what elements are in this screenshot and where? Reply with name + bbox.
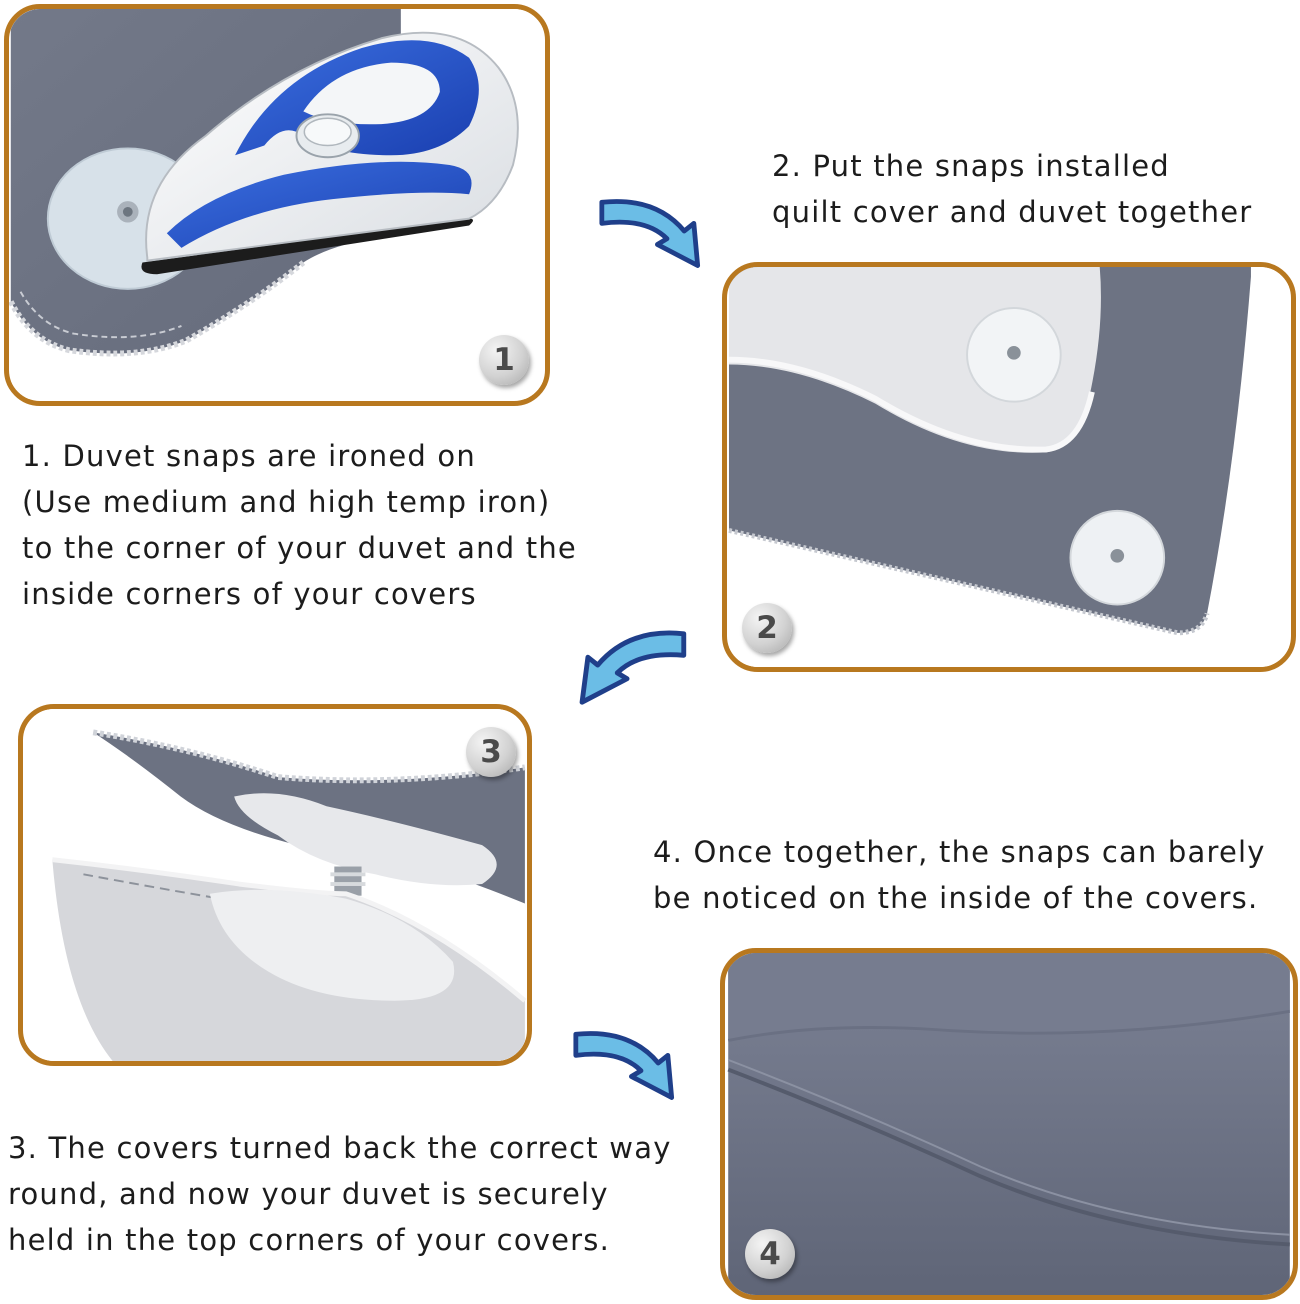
step-2-image: 2 (722, 262, 1296, 672)
step-2-line-1: 2. Put the snaps installed (772, 149, 1170, 183)
step-3-line-3: held in the top corners of your covers. (8, 1223, 611, 1257)
step-4-line-2: be noticed on the inside of the covers. (653, 881, 1259, 915)
step-4-badge: 4 (745, 1229, 795, 1279)
step-1-line-3: to the corner of your duvet and the (22, 531, 577, 565)
step-4-image: 4 (720, 948, 1298, 1300)
step-1-line-1: 1. Duvet snaps are ironed on (22, 439, 476, 473)
step-2-line-2: quilt cover and duvet together (772, 195, 1253, 229)
step-2-badge: 2 (742, 603, 792, 653)
step-1-line-2: (Use medium and high temp iron) (22, 485, 551, 519)
step-2-text: 2. Put the snaps installed quilt cover a… (772, 143, 1252, 235)
step-1-badge: 1 (479, 335, 529, 385)
duvet-corner-illustration (728, 267, 1289, 667)
iron-illustration (9, 9, 544, 400)
finished-duvet-illustration (727, 953, 1291, 1295)
curved-arrow-icon (599, 199, 701, 268)
step-3-image: 3 (18, 704, 532, 1066)
step-3-badge: 3 (466, 727, 516, 777)
step-1-text: 1. Duvet snaps are ironed on (Use medium… (22, 433, 577, 617)
step-3-text: 3. The covers turned back the correct wa… (8, 1125, 672, 1263)
step-1-image: 1 (4, 4, 550, 406)
step-4-text: 4. Once together, the snaps can barely b… (653, 829, 1266, 921)
step-3-line-2: round, and now your duvet is securely (8, 1177, 609, 1211)
step-4-line-1: 4. Once together, the snaps can barely (653, 835, 1266, 869)
snap-connection-illustration (25, 709, 527, 1061)
step-3-line-1: 3. The covers turned back the correct wa… (8, 1131, 672, 1165)
curved-arrow-icon (573, 1031, 675, 1100)
step-1-line-4: inside corners of your covers (22, 577, 477, 611)
curved-arrow-icon (579, 630, 687, 705)
